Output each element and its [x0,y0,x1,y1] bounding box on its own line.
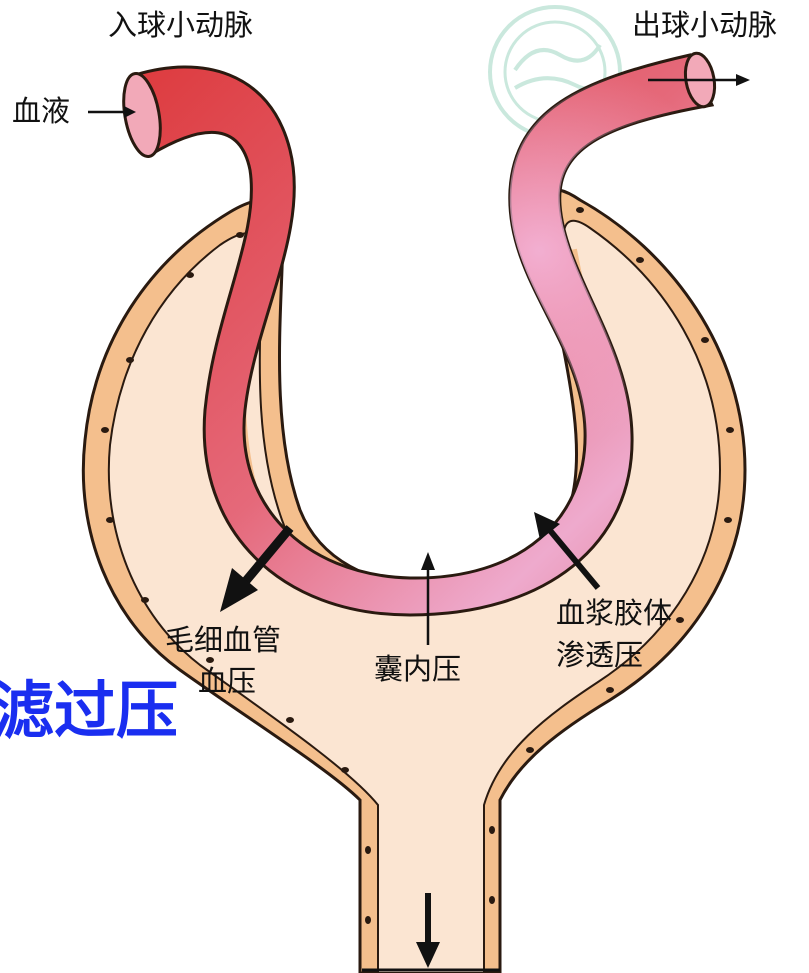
blood-label: 血液 [12,96,70,128]
capillary-pressure-label-line2: 血压 [198,666,256,698]
capsule-pressure-label: 囊内压 [374,654,461,686]
filtration-pressure-label: 滤过压 [0,680,178,742]
oncotic-pressure-label-line1: 血浆胶体 [556,598,672,630]
efferent-arteriole-label: 出球小动脉 [632,10,777,42]
afferent-arteriole-label: 入球小动脉 [108,10,253,42]
capillary-pressure-label-line1: 毛细血管 [165,625,281,657]
oncotic-pressure-label-line2: 渗透压 [556,640,643,672]
